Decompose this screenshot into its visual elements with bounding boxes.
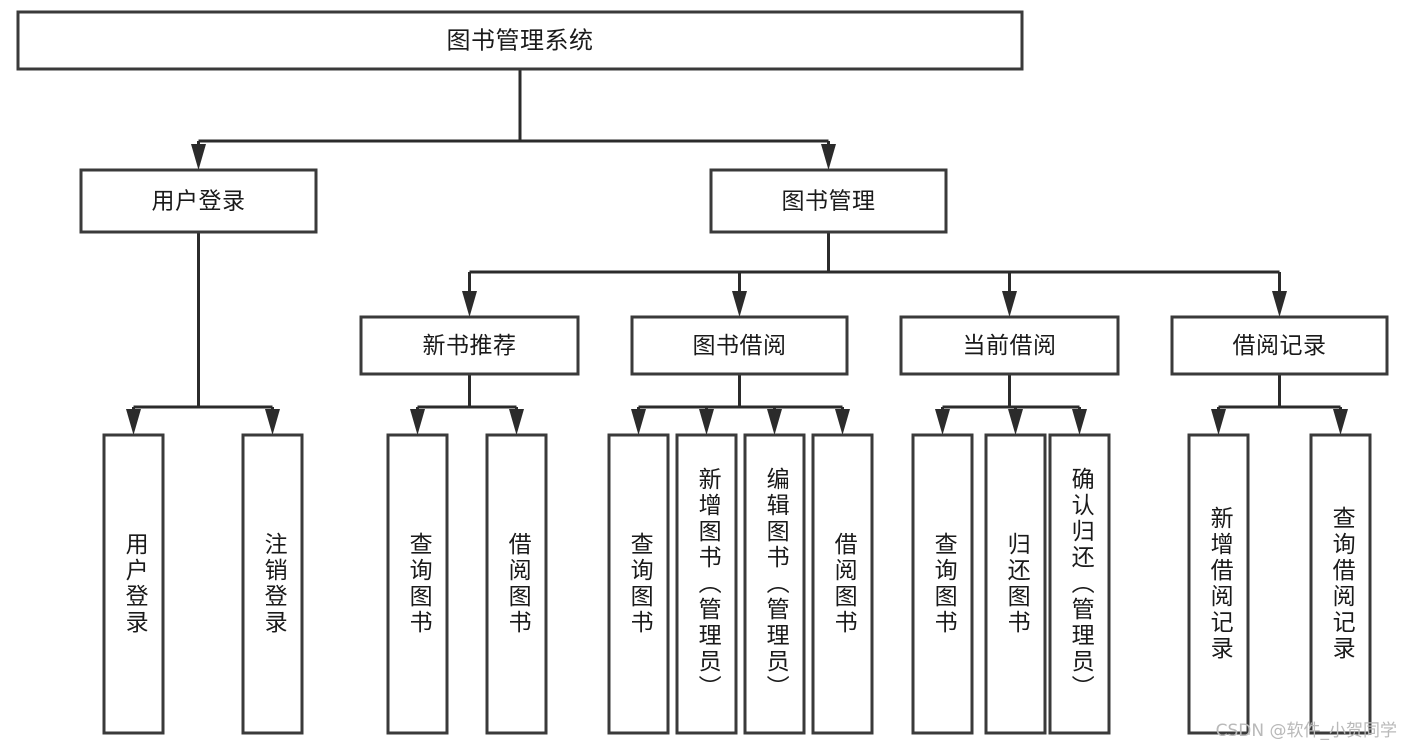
node-label: 用户登录 [152,189,246,215]
parent-l2-0-to-leaves-branch-1-head [265,409,280,435]
level3-node[interactable] [630,315,849,376]
parent-l3-3-to-leaves-branch-1-head [1333,409,1348,435]
level2-to-level3-branch-3-head [1272,291,1287,317]
leaf-node[interactable] [485,433,548,735]
leaf-node[interactable] [102,433,165,735]
leaf-node[interactable] [386,433,449,735]
node-label: 当前借阅 [963,333,1057,359]
csdn-watermark: CSDN @软件_小贺同学 [1215,721,1397,741]
parent-l3-1-to-leaves-branch-1-head [699,409,714,435]
leaf-node[interactable] [1187,433,1250,735]
leaf-node[interactable] [1309,433,1372,735]
leaf-node[interactable] [984,433,1047,735]
parent-l3-0-to-leaves-branch-0-head [410,409,425,435]
leaf-node[interactable] [241,433,304,735]
leaf-node[interactable] [607,433,670,735]
leaf-node[interactable] [675,433,738,735]
parent-l2-0-to-leaves-branch-0-head [126,409,141,435]
leaf-node[interactable] [1048,433,1111,735]
root-node[interactable] [16,10,1024,71]
leaf-node[interactable] [743,433,806,735]
leaf-node[interactable] [811,433,874,735]
parent-l3-1-to-leaves-branch-3-head [835,409,850,435]
parent-l3-1-to-leaves-branch-0-head [631,409,646,435]
level3-node[interactable] [1170,315,1389,376]
parent-l3-0-to-leaves-branch-1-head [509,409,524,435]
level2-to-level3-branch-0-head [462,291,477,317]
node-box-layer [16,10,1389,735]
node-label: 借阅记录 [1233,333,1327,359]
node-label: 图书借阅 [693,333,787,359]
level3-node[interactable] [899,315,1120,376]
connector-layer [126,69,1348,435]
node-label: 新书推荐 [423,333,517,359]
parent-l3-3-to-leaves-branch-0-head [1211,409,1226,435]
level2-node[interactable] [79,168,318,234]
parent-l3-1-to-leaves-branch-2-head [767,409,782,435]
parent-l3-2-to-leaves-branch-0-head [935,409,950,435]
root-to-level2-branch-0-head [191,144,206,170]
node-label: 图书管理 [782,189,876,215]
node-label: 图书管理系统 [447,27,594,55]
level3-node[interactable] [359,315,580,376]
root-to-level2-branch-1-head [821,144,836,170]
parent-l3-2-to-leaves-branch-2-head [1072,409,1087,435]
level2-to-level3-branch-2-head [1002,291,1017,317]
leaf-node[interactable] [911,433,974,735]
parent-l3-2-to-leaves-branch-1-head [1008,409,1023,435]
level2-to-level3-branch-1-head [732,291,747,317]
level2-node[interactable] [709,168,948,234]
